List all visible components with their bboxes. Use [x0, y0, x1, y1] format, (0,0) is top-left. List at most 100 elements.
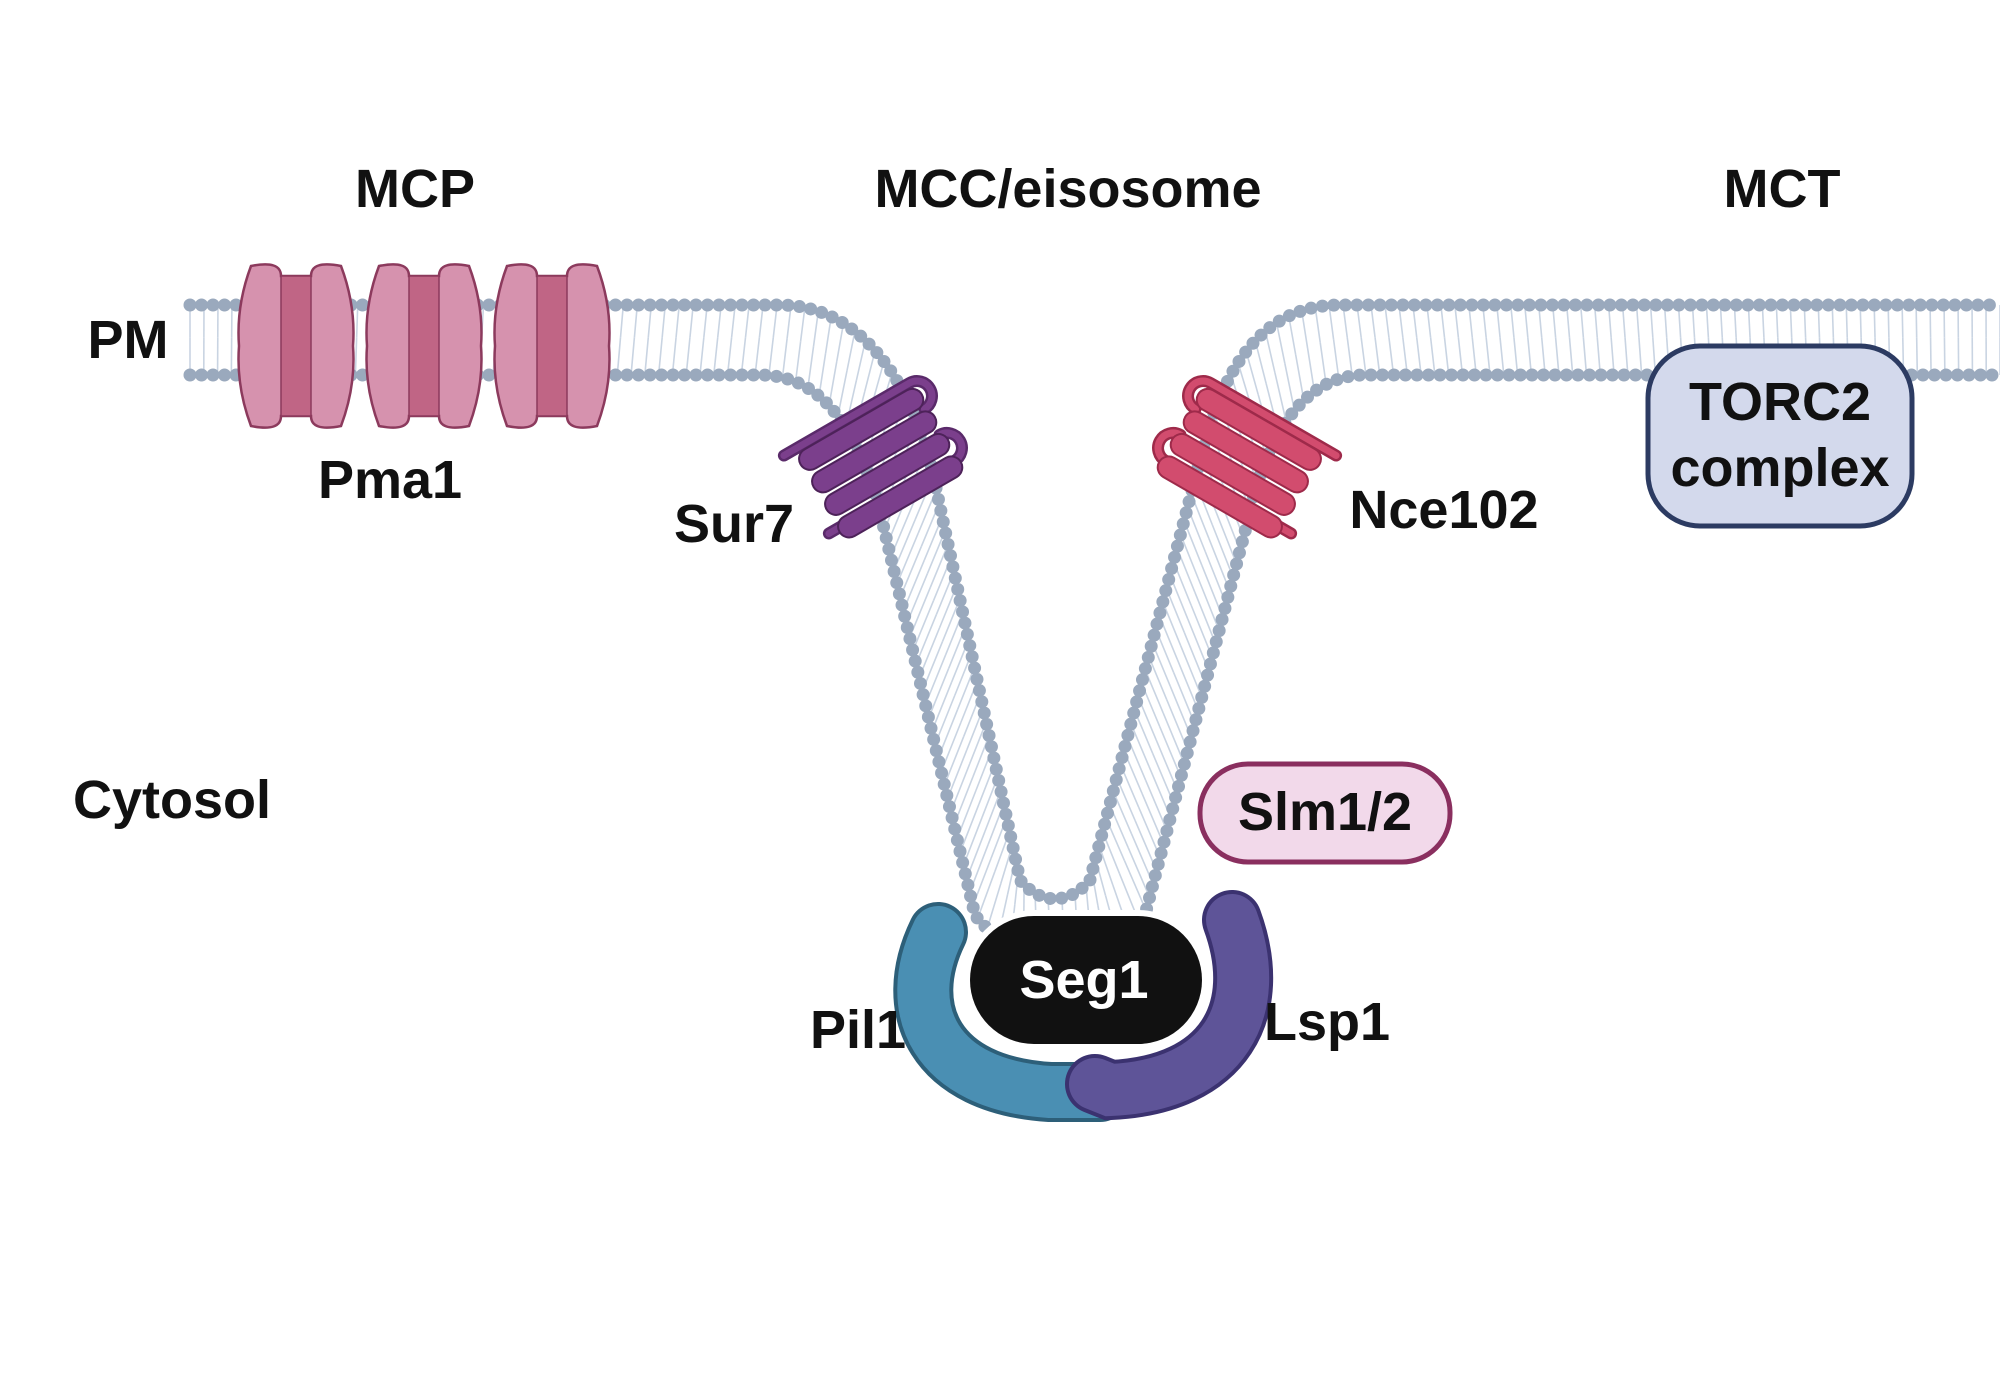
- lipid-tail: [1158, 726, 1182, 778]
- lipid-tail: [1141, 793, 1165, 845]
- lipid-tail: [754, 337, 761, 376]
- lipid-tail: [943, 735, 965, 786]
- pma1-protein: [237, 263, 355, 429]
- pm-label: PM: [88, 310, 169, 370]
- lipid-tail: [912, 600, 935, 652]
- lipid-tail: [1112, 790, 1133, 835]
- region-title-mct: MCT: [1724, 159, 1841, 219]
- lipid-tail: [836, 323, 845, 362]
- lipid-tail: [1845, 304, 1849, 338]
- sur7-label: Sur7: [674, 494, 794, 554]
- lipid-tail: [1429, 337, 1436, 376]
- lipid-tail: [1705, 304, 1710, 338]
- lipid-tail: [1264, 331, 1276, 373]
- lipid-tail: [699, 337, 705, 376]
- lipid-tail: [1568, 337, 1574, 376]
- cytosol-label: Cytosol: [73, 770, 271, 830]
- region-title-mcc: MCC/eisosome: [874, 159, 1261, 219]
- lipid-tail: [986, 883, 1002, 929]
- lipid-tail: [1360, 337, 1367, 376]
- lipid-tail: [1180, 645, 1203, 698]
- lipid-tail: [1287, 315, 1297, 356]
- torc2-label-line1: TORC2: [1689, 372, 1871, 432]
- lipid-tail: [927, 668, 950, 719]
- torc2-label-line2: complex: [1670, 438, 1889, 498]
- lipid-tail: [1215, 511, 1238, 565]
- lipid-tail: [1162, 712, 1186, 765]
- pma1-protein: [493, 263, 611, 429]
- lipid-tail: [1624, 337, 1629, 376]
- lipid-tail: [1582, 337, 1588, 376]
- lipid-tail: [1638, 337, 1643, 376]
- lipid-tail: [959, 803, 980, 853]
- lipid-tail: [1509, 304, 1515, 338]
- lipid-tail: [1635, 304, 1640, 338]
- sur7-protein: [777, 375, 968, 540]
- lipid-tail: [1294, 354, 1305, 401]
- lipid-tail: [846, 331, 856, 371]
- lipid-tail: [1775, 304, 1779, 338]
- lsp1-protein: [1065, 890, 1274, 1121]
- lipid-tail: [1332, 339, 1340, 380]
- lipid-tail: [899, 546, 923, 598]
- pma1-protein: [365, 263, 483, 429]
- lipid-tail: [1245, 351, 1259, 395]
- lipid-tail: [1485, 337, 1491, 376]
- lsp1-label: Lsp1: [1264, 992, 1390, 1052]
- lipid-tail: [1194, 591, 1217, 645]
- lipid-tail: [1197, 578, 1220, 631]
- lipid-tail: [355, 304, 359, 338]
- lipid-tail: [1328, 305, 1335, 340]
- lipid-tail: [1176, 658, 1200, 711]
- lipid-tail: [1319, 342, 1327, 385]
- slm-label: Slm1/2: [1238, 782, 1412, 842]
- lipid-tail: [1513, 337, 1519, 376]
- lipid-tail: [1179, 534, 1200, 579]
- lipid-tail: [1901, 304, 1904, 338]
- lipid-tail: [1374, 337, 1381, 376]
- lipid-tail: [1915, 304, 1918, 338]
- lipid-tail: [896, 532, 920, 585]
- lipid-tail: [730, 304, 736, 338]
- lipid-tail: [1454, 304, 1460, 338]
- lipid-tail: [675, 304, 681, 338]
- pil1-protein: [893, 902, 1130, 1122]
- lipid-tail: [1306, 347, 1316, 392]
- lipid-tail: [929, 544, 949, 588]
- lipid-tail: [1127, 847, 1151, 898]
- torc2-complex: TORC2 complex: [1645, 343, 1915, 529]
- lipid-tail: [744, 304, 750, 338]
- nce102-protein: [1152, 375, 1343, 540]
- pil1-label: Pil1: [810, 1000, 906, 1060]
- lipid-tail: [976, 871, 996, 919]
- lipid-tail: [1831, 304, 1835, 338]
- lipid-tail: [1384, 304, 1390, 338]
- lipid-tail: [1147, 655, 1168, 700]
- lipid-tail: [1274, 372, 1287, 422]
- lipid-tail: [1719, 304, 1724, 338]
- lipid-tail: [1211, 524, 1234, 578]
- lipid-tail: [630, 337, 636, 376]
- lipid-tail: [1929, 337, 1932, 376]
- lipid-tail: [871, 361, 885, 404]
- pma1-proteins: [237, 263, 611, 429]
- lipid-tail: [726, 337, 733, 376]
- seg1-label: Seg1: [1019, 950, 1148, 1010]
- lipid-tail: [1415, 337, 1422, 376]
- lipid-tail: [956, 667, 976, 710]
- lipid-tail: [1579, 304, 1585, 338]
- lipid-tail: [1440, 304, 1446, 338]
- lipid-tail: [619, 304, 625, 338]
- lipid-tail: [685, 337, 691, 376]
- lipid-tail: [1144, 779, 1168, 831]
- pma1-label: Pma1: [318, 450, 462, 510]
- lipid-tail: [712, 337, 719, 376]
- lipid-tail: [794, 341, 802, 382]
- lipid-tail: [818, 353, 827, 397]
- lipid-tail: [616, 337, 622, 376]
- lipid-tail: [1275, 322, 1286, 364]
- lipid-tail: [1314, 307, 1322, 343]
- lipid-tail: [1130, 723, 1150, 768]
- lipid-tail: [1649, 304, 1654, 338]
